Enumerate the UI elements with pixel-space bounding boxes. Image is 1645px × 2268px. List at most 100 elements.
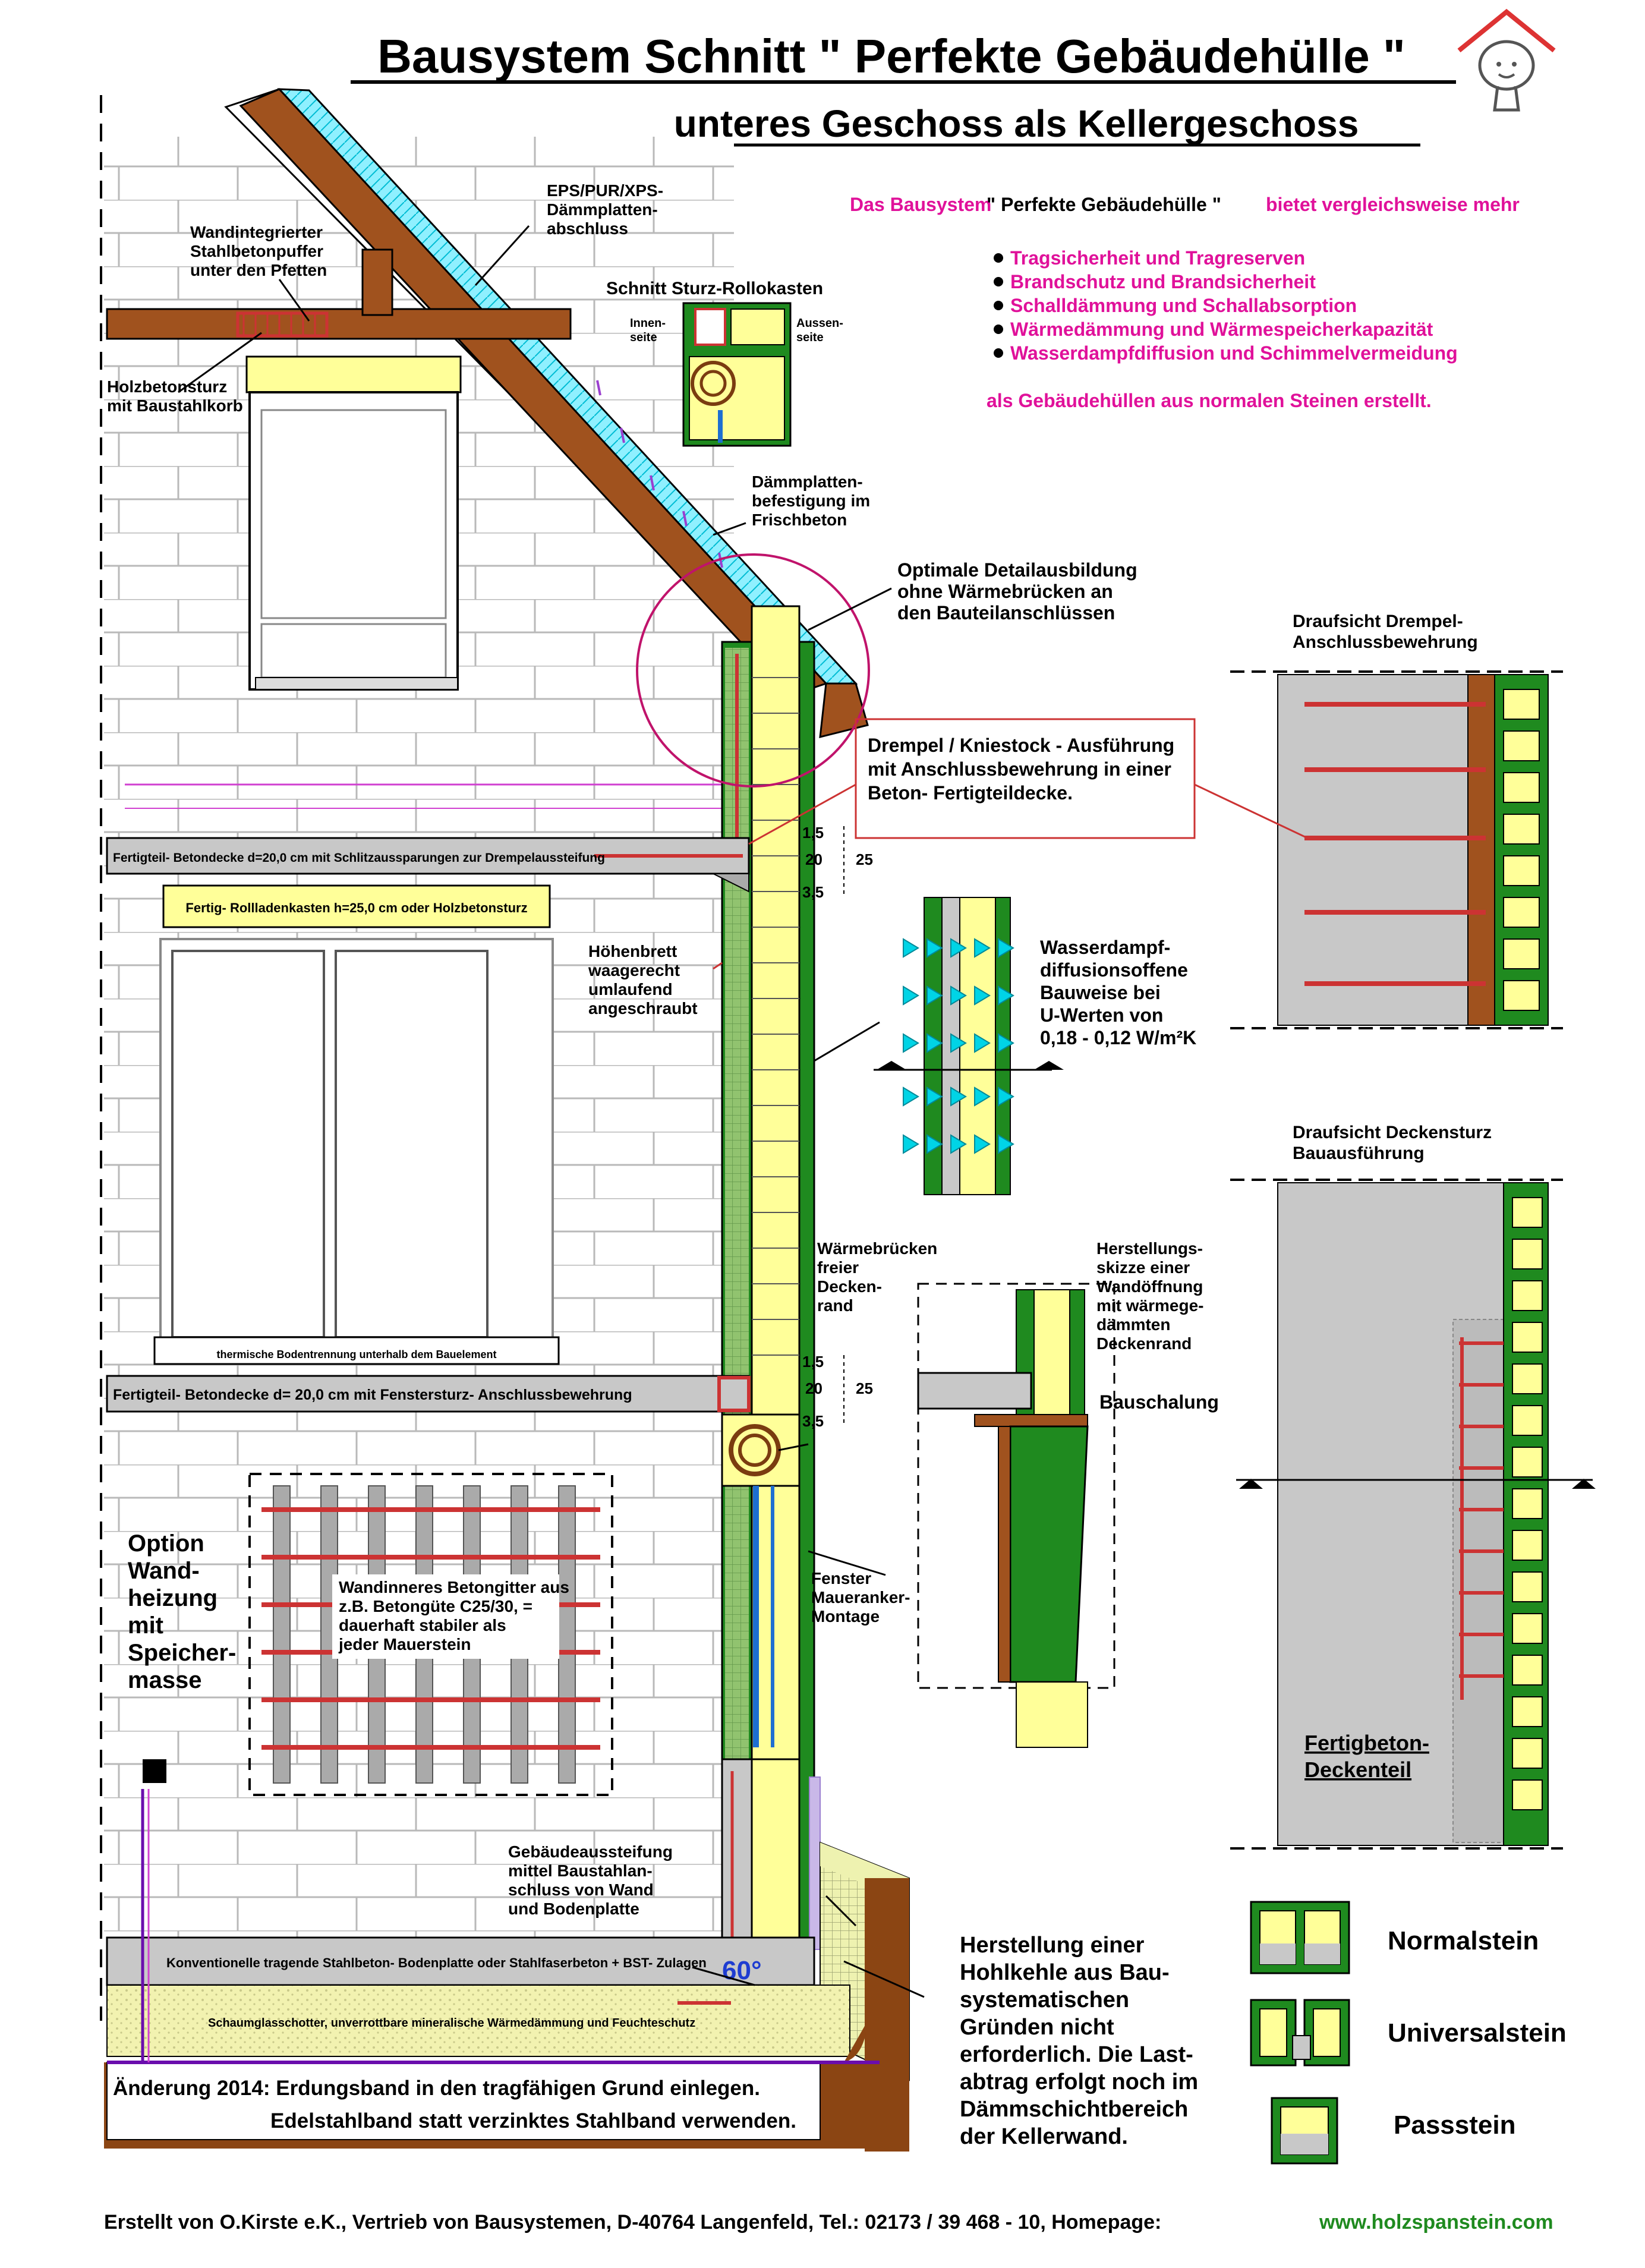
svg-text:EPS/PUR/XPS-: EPS/PUR/XPS- [547, 181, 663, 200]
svg-text:umlaufend: umlaufend [588, 980, 673, 998]
svg-text:25: 25 [856, 850, 873, 868]
svg-text:abtrag erfolgt noch im: abtrag erfolgt noch im [960, 2069, 1198, 2094]
svg-text:Herstellung einer: Herstellung einer [960, 1933, 1145, 1958]
svg-text:Herstellungs-: Herstellungs- [1096, 1239, 1203, 1258]
plan-view-deckensturz [1230, 1179, 1596, 1850]
svg-text:befestigung im: befestigung im [752, 492, 870, 510]
svg-text:Aussen-: Aussen- [796, 317, 843, 330]
svg-text:Optimale Detailausbildung: Optimale Detailausbildung [897, 559, 1137, 581]
svg-text:Speicher-: Speicher- [128, 1640, 236, 1666]
ceiling-slab-upper: Fertigteil- Betondecke d=20,0 cm mit Sch… [106, 837, 750, 893]
svg-text:schluss von Wand: schluss von Wand [508, 1880, 654, 1899]
svg-text:Edelstahlband statt verzinktes: Edelstahlband statt verzinktes Stahlband… [270, 2109, 796, 2132]
legend-passstein-icon [1271, 2097, 1338, 2165]
svg-text:abschluss: abschluss [547, 219, 628, 238]
svg-text:Draufsicht Deckensturz: Draufsicht Deckensturz [1293, 1123, 1492, 1142]
text-labels: EPS/PUR/XPS- Dämmplatten- abschluss Wand… [107, 181, 1567, 2149]
svg-text:unter den Pfetten: unter den Pfetten [190, 261, 327, 279]
svg-text:1,5: 1,5 [802, 1353, 824, 1371]
svg-text:dauerhaft stabiler als: dauerhaft stabiler als [339, 1616, 506, 1634]
svg-text:ohne Wärmebrücken an: ohne Wärmebrücken an [897, 581, 1113, 602]
svg-text:Fertig- Rollladenkasten h=25,0: Fertig- Rollladenkasten h=25,0 cm oder H… [185, 900, 527, 915]
svg-text:masse: masse [128, 1667, 202, 1693]
legend-universalstein-icon [1250, 1999, 1350, 2067]
legend-stones [1250, 1901, 1350, 2165]
svg-text:Dämmplatten-: Dämmplatten- [547, 200, 658, 219]
svg-text:Deckenrand: Deckenrand [1096, 1334, 1192, 1353]
svg-text:Bauweise bei: Bauweise bei [1040, 982, 1161, 1003]
svg-text:20: 20 [805, 1379, 822, 1397]
svg-text:heizung: heizung [128, 1585, 218, 1611]
svg-text:Änderung 2014: Erdungsband in: Änderung 2014: Erdungsband in den tragfä… [113, 2077, 760, 2100]
lower-window [153, 938, 560, 1365]
svg-text:Fertigteil- Betondecke d=20,0: Fertigteil- Betondecke d=20,0 cm mit Sch… [113, 851, 605, 865]
page-subtitle: unteres Geschoss als Kellergeschoss [674, 102, 1359, 145]
rollladen-box [162, 884, 551, 928]
main-wall-section [721, 605, 821, 1957]
foundation-section: Konventionelle tragende Stahlbeton- Bode… [104, 1759, 910, 2152]
svg-text:seite: seite [796, 331, 824, 344]
svg-text:Dämmschichtbereich: Dämmschichtbereich [960, 2097, 1188, 2122]
svg-text:0,18 - 0,12 W/m²K: 0,18 - 0,12 W/m²K [1040, 1027, 1196, 1048]
logo-tree-icon [1457, 8, 1556, 112]
svg-text:diffusionsoffene: diffusionsoffene [1040, 959, 1188, 981]
upper-window [248, 391, 459, 691]
plan-view-drempel [1230, 670, 1563, 1029]
svg-text:Höhenbrett: Höhenbrett [588, 942, 677, 960]
svg-text:Schaumglasschotter, unverrottb: Schaumglasschotter, unverrottbare minera… [208, 2017, 695, 2030]
svg-text:Hohlkehle aus Bau-: Hohlkehle aus Bau- [960, 1960, 1170, 1985]
svg-text:Deckenteil: Deckenteil [1304, 1757, 1411, 1782]
svg-text:Wasserdampfdiffusion und Schim: Wasserdampfdiffusion und Schimmelvermeid… [1010, 342, 1458, 364]
svg-text:skizze einer: skizze einer [1096, 1258, 1190, 1277]
svg-text:Schnitt Sturz-Rollokasten: Schnitt Sturz-Rollokasten [606, 279, 823, 298]
svg-text:Bauschalung: Bauschalung [1099, 1391, 1219, 1413]
svg-text:mit wärmege-: mit wärmege- [1096, 1296, 1204, 1315]
svg-text:waagerecht: waagerecht [588, 961, 680, 979]
svg-text:angeschraubt: angeschraubt [588, 999, 698, 1018]
svg-text:Tragsicherheit und Tragreserve: Tragsicherheit und Tragreserven [1010, 247, 1305, 269]
legend-normalstein-icon [1250, 1901, 1350, 1974]
svg-text:Draufsicht Drempel-: Draufsicht Drempel- [1293, 612, 1463, 631]
svg-text:seite: seite [630, 331, 657, 344]
svg-text:und Bodenplatte: und Bodenplatte [508, 1900, 639, 1918]
svg-text:als Gebäudehüllen aus normalen: als Gebäudehüllen aus normalen Steinen e… [987, 390, 1432, 411]
svg-text:mit Anschlussbewehrung in eine: mit Anschlussbewehrung in einer [868, 758, 1171, 780]
svg-text:Beton- Fertigteildecke.: Beton- Fertigteildecke. [868, 782, 1073, 804]
svg-text:Wärmebrücken: Wärmebrücken [817, 1239, 937, 1258]
svg-text:mit Baustahlkorb: mit Baustahlkorb [107, 396, 243, 415]
svg-text:dämmten: dämmten [1096, 1315, 1170, 1334]
opening-sketch-detail [917, 1283, 1115, 1748]
svg-text:Wand-: Wand- [128, 1558, 200, 1584]
svg-text:Bauausführung: Bauausführung [1293, 1144, 1425, 1163]
svg-text:Wasserdampf-: Wasserdampf- [1040, 937, 1170, 958]
svg-text:Decken-: Decken- [817, 1277, 882, 1296]
svg-text:Fenster: Fenster [811, 1569, 871, 1587]
vapor-detail [874, 897, 1064, 1195]
svg-text:20: 20 [805, 850, 822, 868]
svg-text:Konventionelle tragende Stahlb: Konventionelle tragende Stahlbeton- Bode… [166, 1955, 707, 1970]
svg-text:Option: Option [128, 1530, 204, 1557]
svg-text:Maueranker-: Maueranker- [811, 1588, 910, 1606]
svg-text:Holzbetonsturz: Holzbetonsturz [107, 377, 227, 396]
svg-text:1,5: 1,5 [802, 824, 824, 842]
svg-text:Universalstein: Universalstein [1388, 2018, 1567, 2048]
svg-text:Wandöffnung: Wandöffnung [1096, 1277, 1203, 1296]
title-block: Bausystem Schnitt " Perfekte Gebäudehüll… [351, 30, 1456, 147]
svg-text:Passstein: Passstein [1394, 2110, 1515, 2140]
roof-section [106, 88, 869, 738]
drempel-callout-box [855, 718, 1196, 839]
svg-text:Wärmedämmung und Wärmespeicher: Wärmedämmung und Wärmespeicherkapazität [1010, 319, 1433, 340]
intro-block: Das Bausystem " Perfekte Gebäudehülle " … [850, 194, 1520, 411]
ceiling-slab-lower: Fertigteil- Betondecke d= 20,0 cm mit Fe… [106, 1375, 751, 1413]
svg-text:Fertigbeton-: Fertigbeton- [1304, 1731, 1429, 1755]
rollokasten-section [682, 302, 792, 447]
svg-text:z.B. Betongüte C25/30, =: z.B. Betongüte C25/30, = [339, 1597, 532, 1615]
svg-text:Frischbeton: Frischbeton [752, 511, 847, 529]
red-leader-lines [713, 783, 1308, 970]
homepage-link[interactable]: www.holzspanstein.com [1319, 2211, 1553, 2234]
svg-text:bietet vergleichsweise mehr: bietet vergleichsweise mehr [1266, 194, 1520, 215]
svg-text:Gründen nicht: Gründen nicht [960, 2015, 1114, 2040]
svg-text:Wandinneres Betongitter aus: Wandinneres Betongitter aus [339, 1578, 569, 1596]
svg-text:Brandschutz und Brandsicherhei: Brandschutz und Brandsicherheit [1010, 271, 1316, 292]
svg-text:60°: 60° [722, 1956, 762, 1985]
